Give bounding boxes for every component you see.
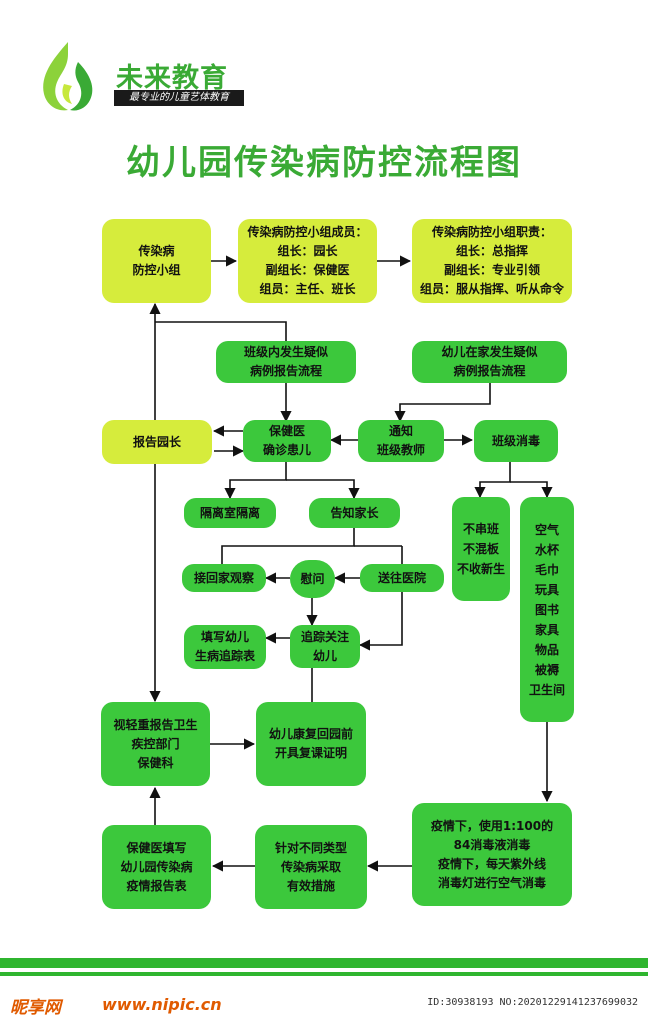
node-notify-teacher: 通知 班级教师 xyxy=(358,420,444,462)
node-fill-tracking-form: 填写幼儿 生病追踪表 xyxy=(184,625,266,669)
node-disinfect-items: 空气 水杯 毛巾 玩具 图书 家具 物品 被褥 卫生间 xyxy=(520,497,574,722)
node-report-director: 报告园长 xyxy=(102,420,212,464)
node-class-report-flow: 班级内发生疑似 病例报告流程 xyxy=(216,341,356,383)
brand-name: 未来教育 xyxy=(116,63,228,94)
node-no-mixing: 不串班 不混板 不收新生 xyxy=(452,497,510,601)
node-class-disinfect: 班级消毒 xyxy=(474,420,558,462)
node-doctor-fill-report: 保健医填写 幼儿园传染病 疫情报告表 xyxy=(102,825,211,909)
node-home-observe: 接回家观察 xyxy=(182,564,266,592)
node-follow-up: 追踪关注 幼儿 xyxy=(290,625,360,668)
watermark-bar xyxy=(0,985,648,1024)
node-doctor-confirm: 保健医 确诊患儿 xyxy=(243,420,331,462)
bottom-stripe xyxy=(0,958,648,968)
bottom-stripe-thin xyxy=(0,972,648,976)
node-epidemic-disinfect: 疫情下，使用1:100的 84消毒液消毒 疫情下，每天紫外线 消毒灯进行空气消毒 xyxy=(412,803,572,906)
node-targeted-measures: 针对不同类型 传染病采取 有效措施 xyxy=(255,825,367,909)
flame-logo-icon xyxy=(43,42,93,111)
page-title: 幼儿园传染病防控流程图 xyxy=(126,143,522,183)
brand-tagline: 最专业的儿童艺体教育 xyxy=(114,90,244,106)
watermark-id: ID:30938193 NO:20201229141237699032 xyxy=(427,997,638,1008)
node-recovery-certificate: 幼儿康复回园前 开具复课证明 xyxy=(256,702,366,786)
watermark-site: 昵享网 xyxy=(10,998,61,1018)
watermark-url[interactable]: www.nipic.cn xyxy=(102,995,222,1014)
node-isolation: 隔离室隔离 xyxy=(184,498,276,528)
node-group-duties: 传染病防控小组职责： 组长：总指挥 副组长：专业引领 组员：服从指挥、听从命令 xyxy=(412,219,572,303)
node-home-report-flow: 幼儿在家发生疑似 病例报告流程 xyxy=(412,341,567,383)
node-notify-parents: 告知家长 xyxy=(309,498,400,528)
node-group-members: 传染病防控小组成员： 组长：园长 副组长：保健医 组员：主任、班长 xyxy=(238,219,377,303)
node-hospital: 送往医院 xyxy=(360,564,444,592)
node-comfort: 慰问 xyxy=(290,560,335,598)
node-report-cdc: 视轻重报告卫生 疾控部门 保健科 xyxy=(101,702,210,786)
node-prevention-group: 传染病 防控小组 xyxy=(102,219,211,303)
